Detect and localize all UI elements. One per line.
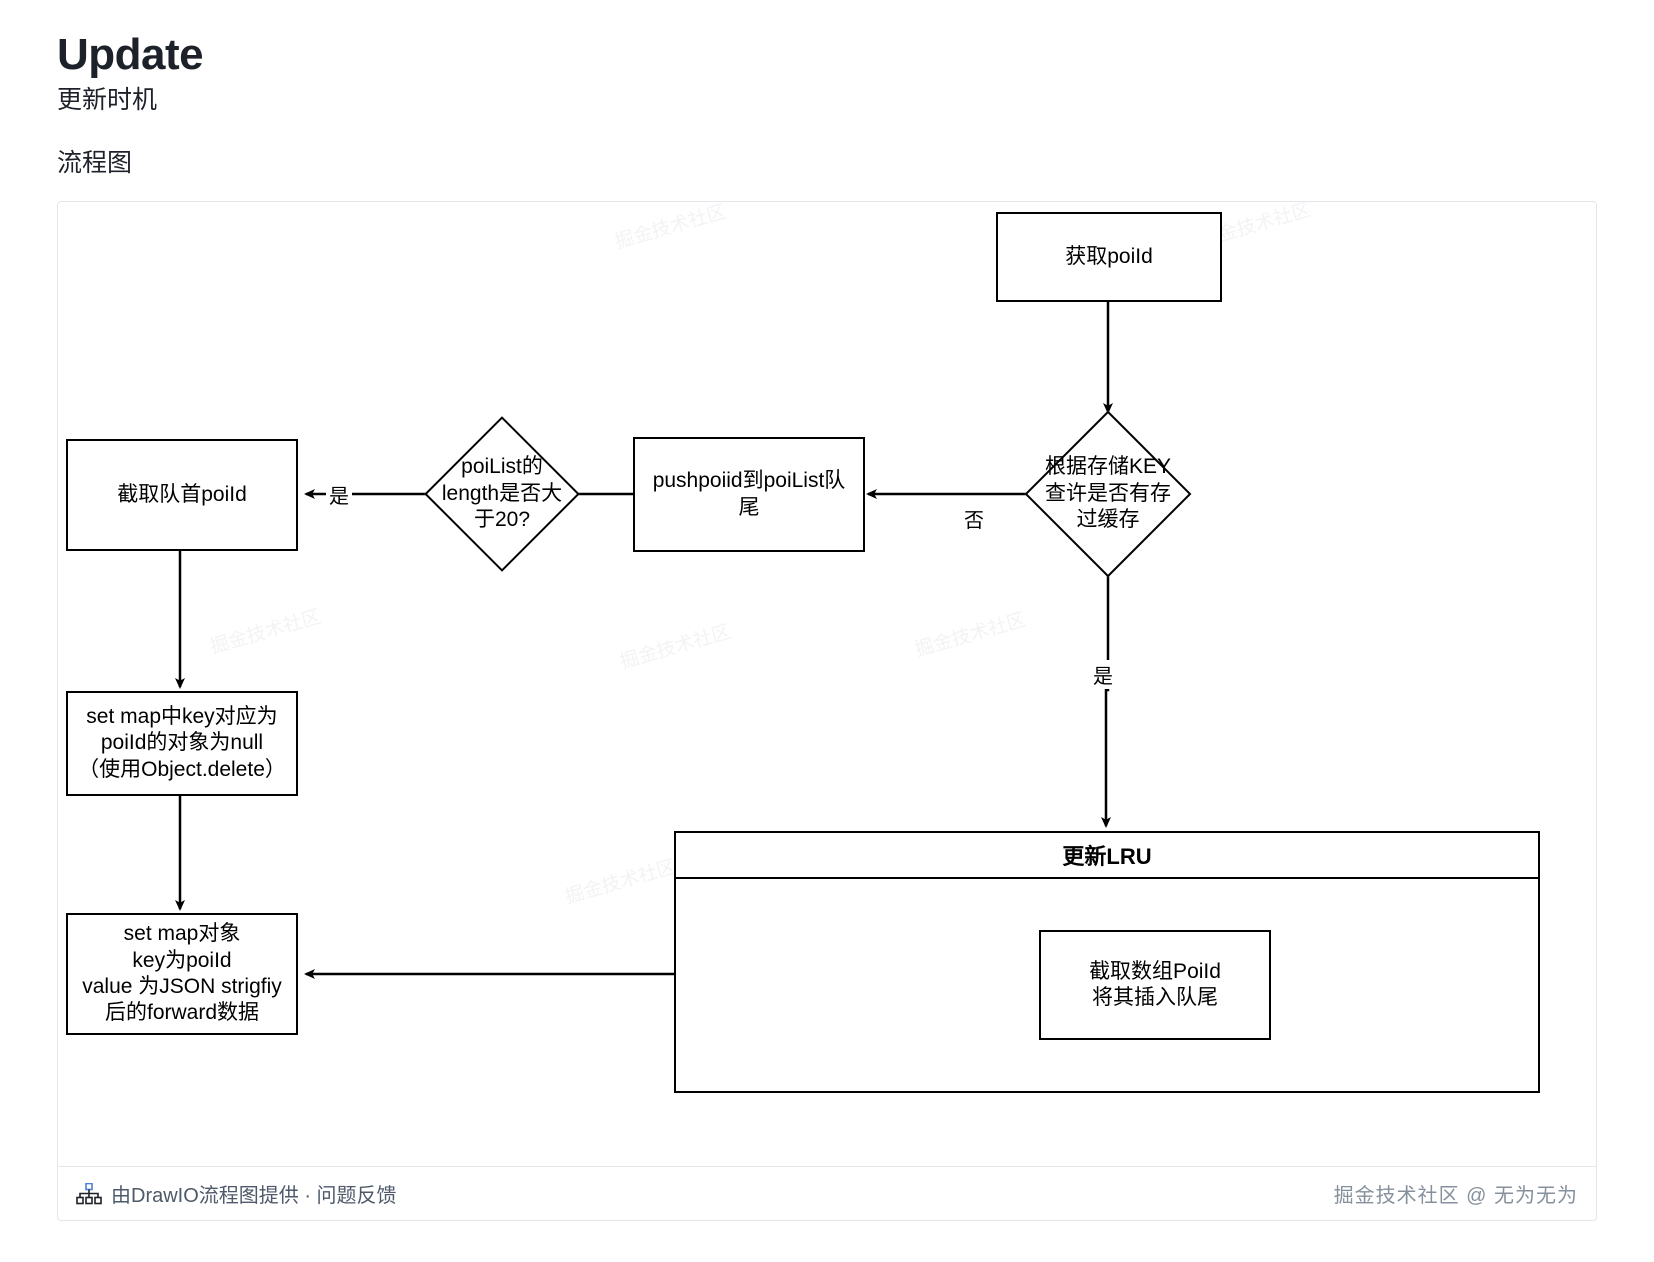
footer-credit[interactable]: 由DrawIO流程图提供 · 问题反馈 <box>76 1179 397 1208</box>
edge-label-cache-yes: 是 <box>1090 660 1116 689</box>
section-label: 流程图 <box>57 149 133 177</box>
sitemap-icon <box>76 1182 102 1205</box>
node-shift-head[interactable]: 截取队首poiId <box>66 439 298 551</box>
node-set-map[interactable]: set map对象 key为poiId value 为JSON strigfiy… <box>66 913 298 1035</box>
node-check-length[interactable]: poiList的 length是否大 于20? <box>424 416 580 572</box>
node-update-lru[interactable]: 更新LRU 截取数组PoiId 将其插入队尾 <box>674 831 1540 1093</box>
edge-label-length-yes: 是 <box>326 480 352 509</box>
page-subtitle: 更新时机 <box>57 86 158 114</box>
flowchart: 获取poiId 根据存储KEY 查许是否有存 过缓存 pushpoiid到poi… <box>58 202 1596 1210</box>
node-push-poiid[interactable]: pushpoiid到poiList队 尾 <box>633 437 865 552</box>
card-footer: 由DrawIO流程图提供 · 问题反馈 掘金技术社区 @ 无为无为 <box>57 1166 1597 1221</box>
node-slice-array[interactable]: 截取数组PoiId 将其插入队尾 <box>1039 930 1271 1040</box>
node-get-poiid[interactable]: 获取poiId <box>996 212 1222 302</box>
node-check-length-label: poiList的 length是否大 于20? <box>441 455 563 532</box>
node-update-lru-title: 更新LRU <box>676 833 1538 879</box>
footer-attribution: 掘金技术社区 @ 无为无为 <box>1333 1185 1578 1207</box>
edge-label-cache-no: 否 <box>961 504 987 533</box>
node-check-cache[interactable]: 根据存储KEY 查许是否有存 过缓存 <box>1024 410 1192 578</box>
page-title: Update <box>57 30 204 80</box>
node-check-cache-label: 根据存储KEY 查许是否有存 过缓存 <box>1044 455 1172 532</box>
footer-text: 由DrawIO流程图提供 · 问题反馈 <box>111 1185 397 1207</box>
flowchart-card: 掘金技术社区 掘金技术社区 掘金技术社区 掘金技术社区 掘金技术社区 掘金技术社… <box>57 201 1597 1211</box>
node-set-null[interactable]: set map中key对应为 poiId的对象为null （使用Object.d… <box>66 691 298 796</box>
